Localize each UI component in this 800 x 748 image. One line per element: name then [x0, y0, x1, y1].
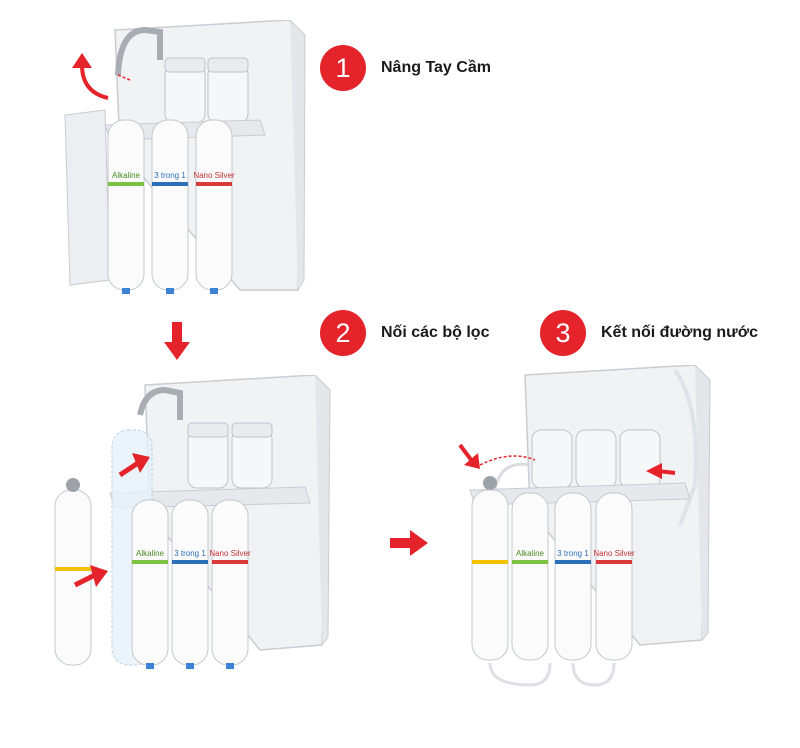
step-2: 2 Nối các bộ lọc	[320, 310, 489, 356]
filter-alkaline-label: Alkaline	[136, 549, 165, 558]
right-arrow-icon	[390, 530, 430, 556]
step-2-badge: 2	[320, 310, 366, 356]
filter-alkaline-label: Alkaline	[516, 549, 545, 558]
filter-alkaline-label: Alkaline	[112, 171, 141, 180]
filter-alkaline: Alkaline	[107, 119, 145, 291]
top-filter-housing	[164, 57, 249, 124]
insert-arrow-top-icon	[118, 453, 150, 478]
unit-step-2-illustration: Alkaline 3 trong 1 Nano Silver	[50, 375, 340, 690]
step-3-label: Kết nối đường nước	[601, 324, 759, 341]
connect-arrow-left-icon	[458, 443, 536, 469]
step-2-label: Nối các bộ lọc	[381, 324, 490, 341]
filter-three-in-one-label: 3 trong 1	[174, 549, 206, 558]
filter-three-in-one: 3 trong 1	[171, 499, 209, 666]
connect-arrow-right-icon	[646, 463, 676, 479]
step-3: 3 Kết nối đường nước	[540, 310, 758, 356]
step-3-badge: 3	[540, 310, 586, 356]
filter-nano-silver-label: Nano Silver	[209, 549, 251, 558]
filter-nano-silver: Nano Silver	[193, 119, 235, 291]
step-1-badge: 1	[320, 45, 366, 91]
filter-loose	[471, 489, 509, 661]
insert-arrow-icon	[73, 565, 108, 588]
step-1-label: Nâng Tay Cầm	[381, 59, 491, 76]
top-filter-housing	[187, 422, 273, 489]
filter-loose	[54, 478, 92, 666]
filter-three-in-one-label: 3 trong 1	[557, 549, 589, 558]
step-1: 1 Nâng Tay Cầm	[320, 45, 491, 91]
top-filter-housing	[531, 429, 661, 489]
filter-nano-silver: Nano Silver	[593, 492, 635, 661]
filter-nano-silver-label: Nano Silver	[193, 171, 235, 180]
filter-nano-silver-label: Nano Silver	[593, 549, 635, 558]
filter-nano-silver: Nano Silver	[209, 499, 251, 666]
filter-alkaline: Alkaline	[511, 492, 549, 661]
lift-handle-arrow-icon	[72, 53, 109, 100]
unit-step-1-illustration: Alkaline 3 trong 1 Nano Silver	[60, 20, 320, 315]
filter-three-in-one: 3 trong 1	[554, 492, 592, 661]
down-arrow-icon	[164, 322, 190, 362]
filter-three-in-one: 3 trong 1	[151, 119, 189, 291]
filter-three-in-one-label: 3 trong 1	[154, 171, 186, 180]
unit-step-3-illustration: Alkaline 3 trong 1 Nano Silver	[450, 365, 730, 690]
filter-alkaline: Alkaline	[131, 499, 169, 666]
